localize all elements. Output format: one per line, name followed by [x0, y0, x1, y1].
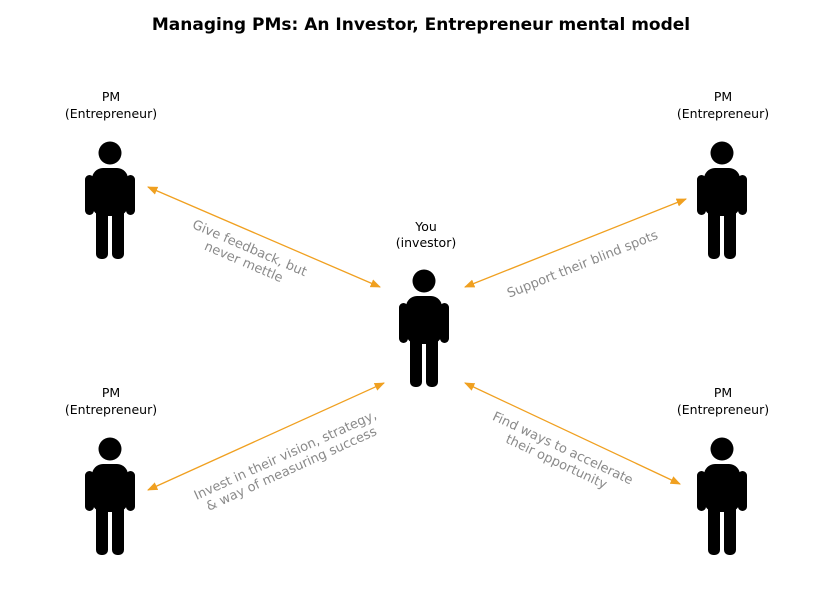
svg-text:(Entrepreneur): (Entrepreneur)	[65, 402, 157, 417]
arrow-top-right	[464, 198, 687, 288]
pm-node-top-left: PM (Entrepreneur)	[65, 89, 157, 259]
svg-text:(Entrepreneur): (Entrepreneur)	[65, 106, 157, 121]
arrow-top-left	[147, 186, 381, 288]
arrow-bottom-right	[464, 382, 681, 485]
person-icon	[399, 269, 449, 387]
svg-text:Invest in their vision, strate: Invest in their vision, strategy,	[192, 408, 379, 504]
pm-node-top-right: PM (Entrepreneur)	[677, 89, 769, 259]
svg-text:(Entrepreneur): (Entrepreneur)	[677, 402, 769, 417]
svg-text:PM: PM	[102, 89, 120, 104]
label-bottom-right: Find ways to accelerate their opportunit…	[490, 409, 635, 492]
label-bottom-left: Invest in their vision, strategy, & way …	[192, 408, 379, 515]
arrow-bottom-left	[147, 382, 385, 491]
pm-node-bottom-left: PM (Entrepreneur)	[65, 385, 157, 555]
svg-text:PM: PM	[102, 385, 120, 400]
svg-text:PM: PM	[714, 89, 732, 104]
person-icon	[697, 437, 747, 555]
svg-text:(investor): (investor)	[396, 235, 456, 250]
person-icon	[85, 437, 135, 555]
person-icon	[85, 141, 135, 259]
label-top-right: Support their blind spots	[505, 228, 660, 302]
svg-text:(Entrepreneur): (Entrepreneur)	[677, 106, 769, 121]
svg-text:PM: PM	[714, 385, 732, 400]
svg-text:Support their blind spots: Support their blind spots	[505, 228, 660, 302]
svg-text:You: You	[414, 219, 437, 234]
pm-node-bottom-right: PM (Entrepreneur)	[677, 385, 769, 555]
diagram-title: Managing PMs: An Investor, Entrepreneur …	[152, 15, 690, 35]
svg-text:& way of measuring success: & way of measuring success	[204, 424, 379, 514]
investor-node: You (investor)	[396, 219, 456, 387]
person-icon	[697, 141, 747, 259]
